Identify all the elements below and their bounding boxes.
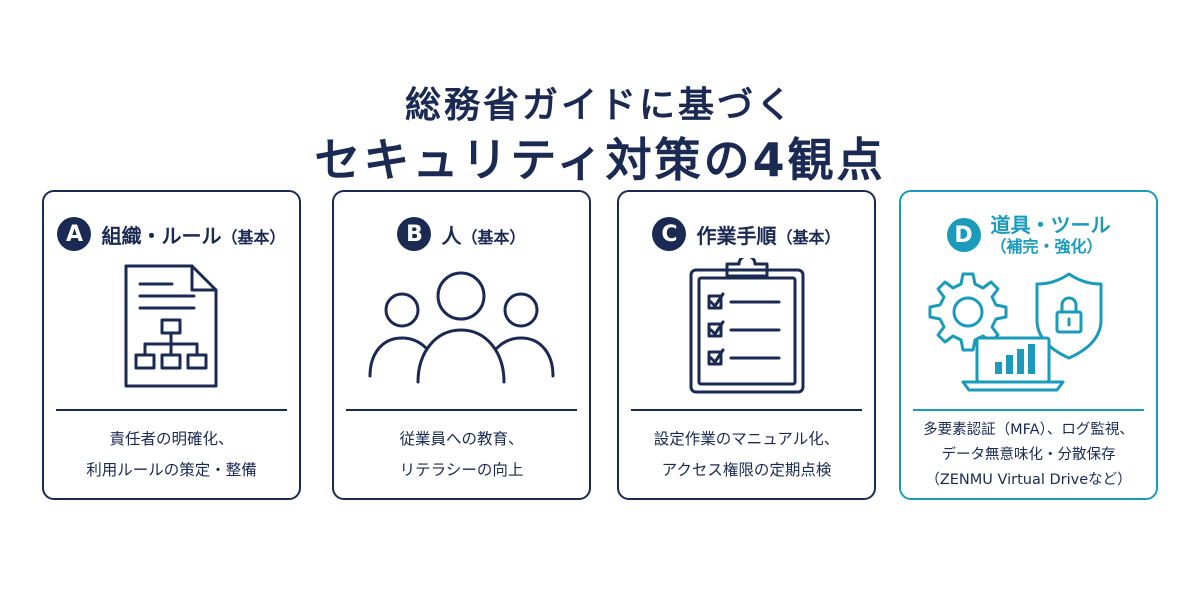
- badge-b: B: [397, 217, 432, 251]
- page-title-line1: 総務省ガイドに基づく: [404, 85, 795, 126]
- desc-line: 設定作業のマニュアル化、: [653, 430, 840, 448]
- desc-line: 多要素認証（MFA）、ログ監視、: [923, 422, 1134, 438]
- card-heading-note: （補完・強化）: [990, 237, 1103, 257]
- card-heading: 組織・ルール: [101, 223, 222, 248]
- desc-line: 利用ルールの策定・整備: [86, 461, 257, 479]
- card-description: 責任者の明確化、 利用ルールの策定・整備: [48, 424, 295, 486]
- page-title-line2: セキュリティ対策の4観点: [314, 133, 886, 187]
- card-header: A 組織・ルール（基本）: [44, 212, 299, 256]
- card-description: 従業員への教育、 リテラシーの向上: [338, 424, 585, 486]
- document-org-chart-icon: [44, 258, 299, 398]
- card-header: B 人（基本）: [334, 212, 589, 256]
- card-header: D 道具・ツール （補完・強化）: [901, 208, 1156, 262]
- card-description: 設定作業のマニュアル化、 アクセス権限の定期点検: [623, 424, 870, 486]
- card-heading-note: （基本）: [776, 227, 841, 247]
- badge-c: C: [652, 217, 687, 251]
- card-description: 多要素認証（MFA）、ログ監視、 データ無意味化・分散保存 （ZENMU Vir…: [905, 418, 1152, 493]
- gear-shield-laptop-icon: [901, 258, 1156, 398]
- desc-line: リテラシーの向上: [399, 461, 524, 479]
- card-people: B 人（基本） 従業員への教育、 リテラシーの向上: [332, 190, 591, 500]
- divider: [631, 409, 862, 411]
- card-header: C 作業手順（基本）: [619, 212, 874, 256]
- desc-line: アクセス権限の定期点検: [661, 461, 832, 479]
- badge-d: D: [946, 218, 981, 252]
- card-work-procedures: C 作業手順（基本） 設定作業のマニュアル化、 アクセス権: [617, 190, 876, 500]
- badge-a: A: [57, 217, 92, 251]
- divider: [346, 409, 577, 411]
- card-heading: 道具・ツール: [990, 213, 1111, 238]
- clipboard-checklist-icon: [619, 254, 874, 398]
- desc-line: （ZENMU Virtual Driveなど）: [925, 472, 1132, 488]
- card-heading: 人: [441, 223, 462, 248]
- card-heading-note: （基本）: [221, 227, 286, 247]
- people-group-icon: [334, 258, 589, 398]
- card-heading-note: （基本）: [461, 227, 526, 247]
- desc-line: 責任者の明確化、: [109, 430, 234, 448]
- divider: [56, 409, 287, 411]
- divider: [913, 409, 1144, 411]
- card-tools: D 道具・ツール （補完・強化）: [899, 190, 1158, 500]
- desc-line: データ無意味化・分散保存: [941, 447, 1116, 463]
- desc-line: 従業員への教育、: [399, 430, 524, 448]
- card-organization-rules: A 組織・ルール（基本） 責任: [42, 190, 301, 500]
- card-heading: 作業手順: [696, 223, 777, 248]
